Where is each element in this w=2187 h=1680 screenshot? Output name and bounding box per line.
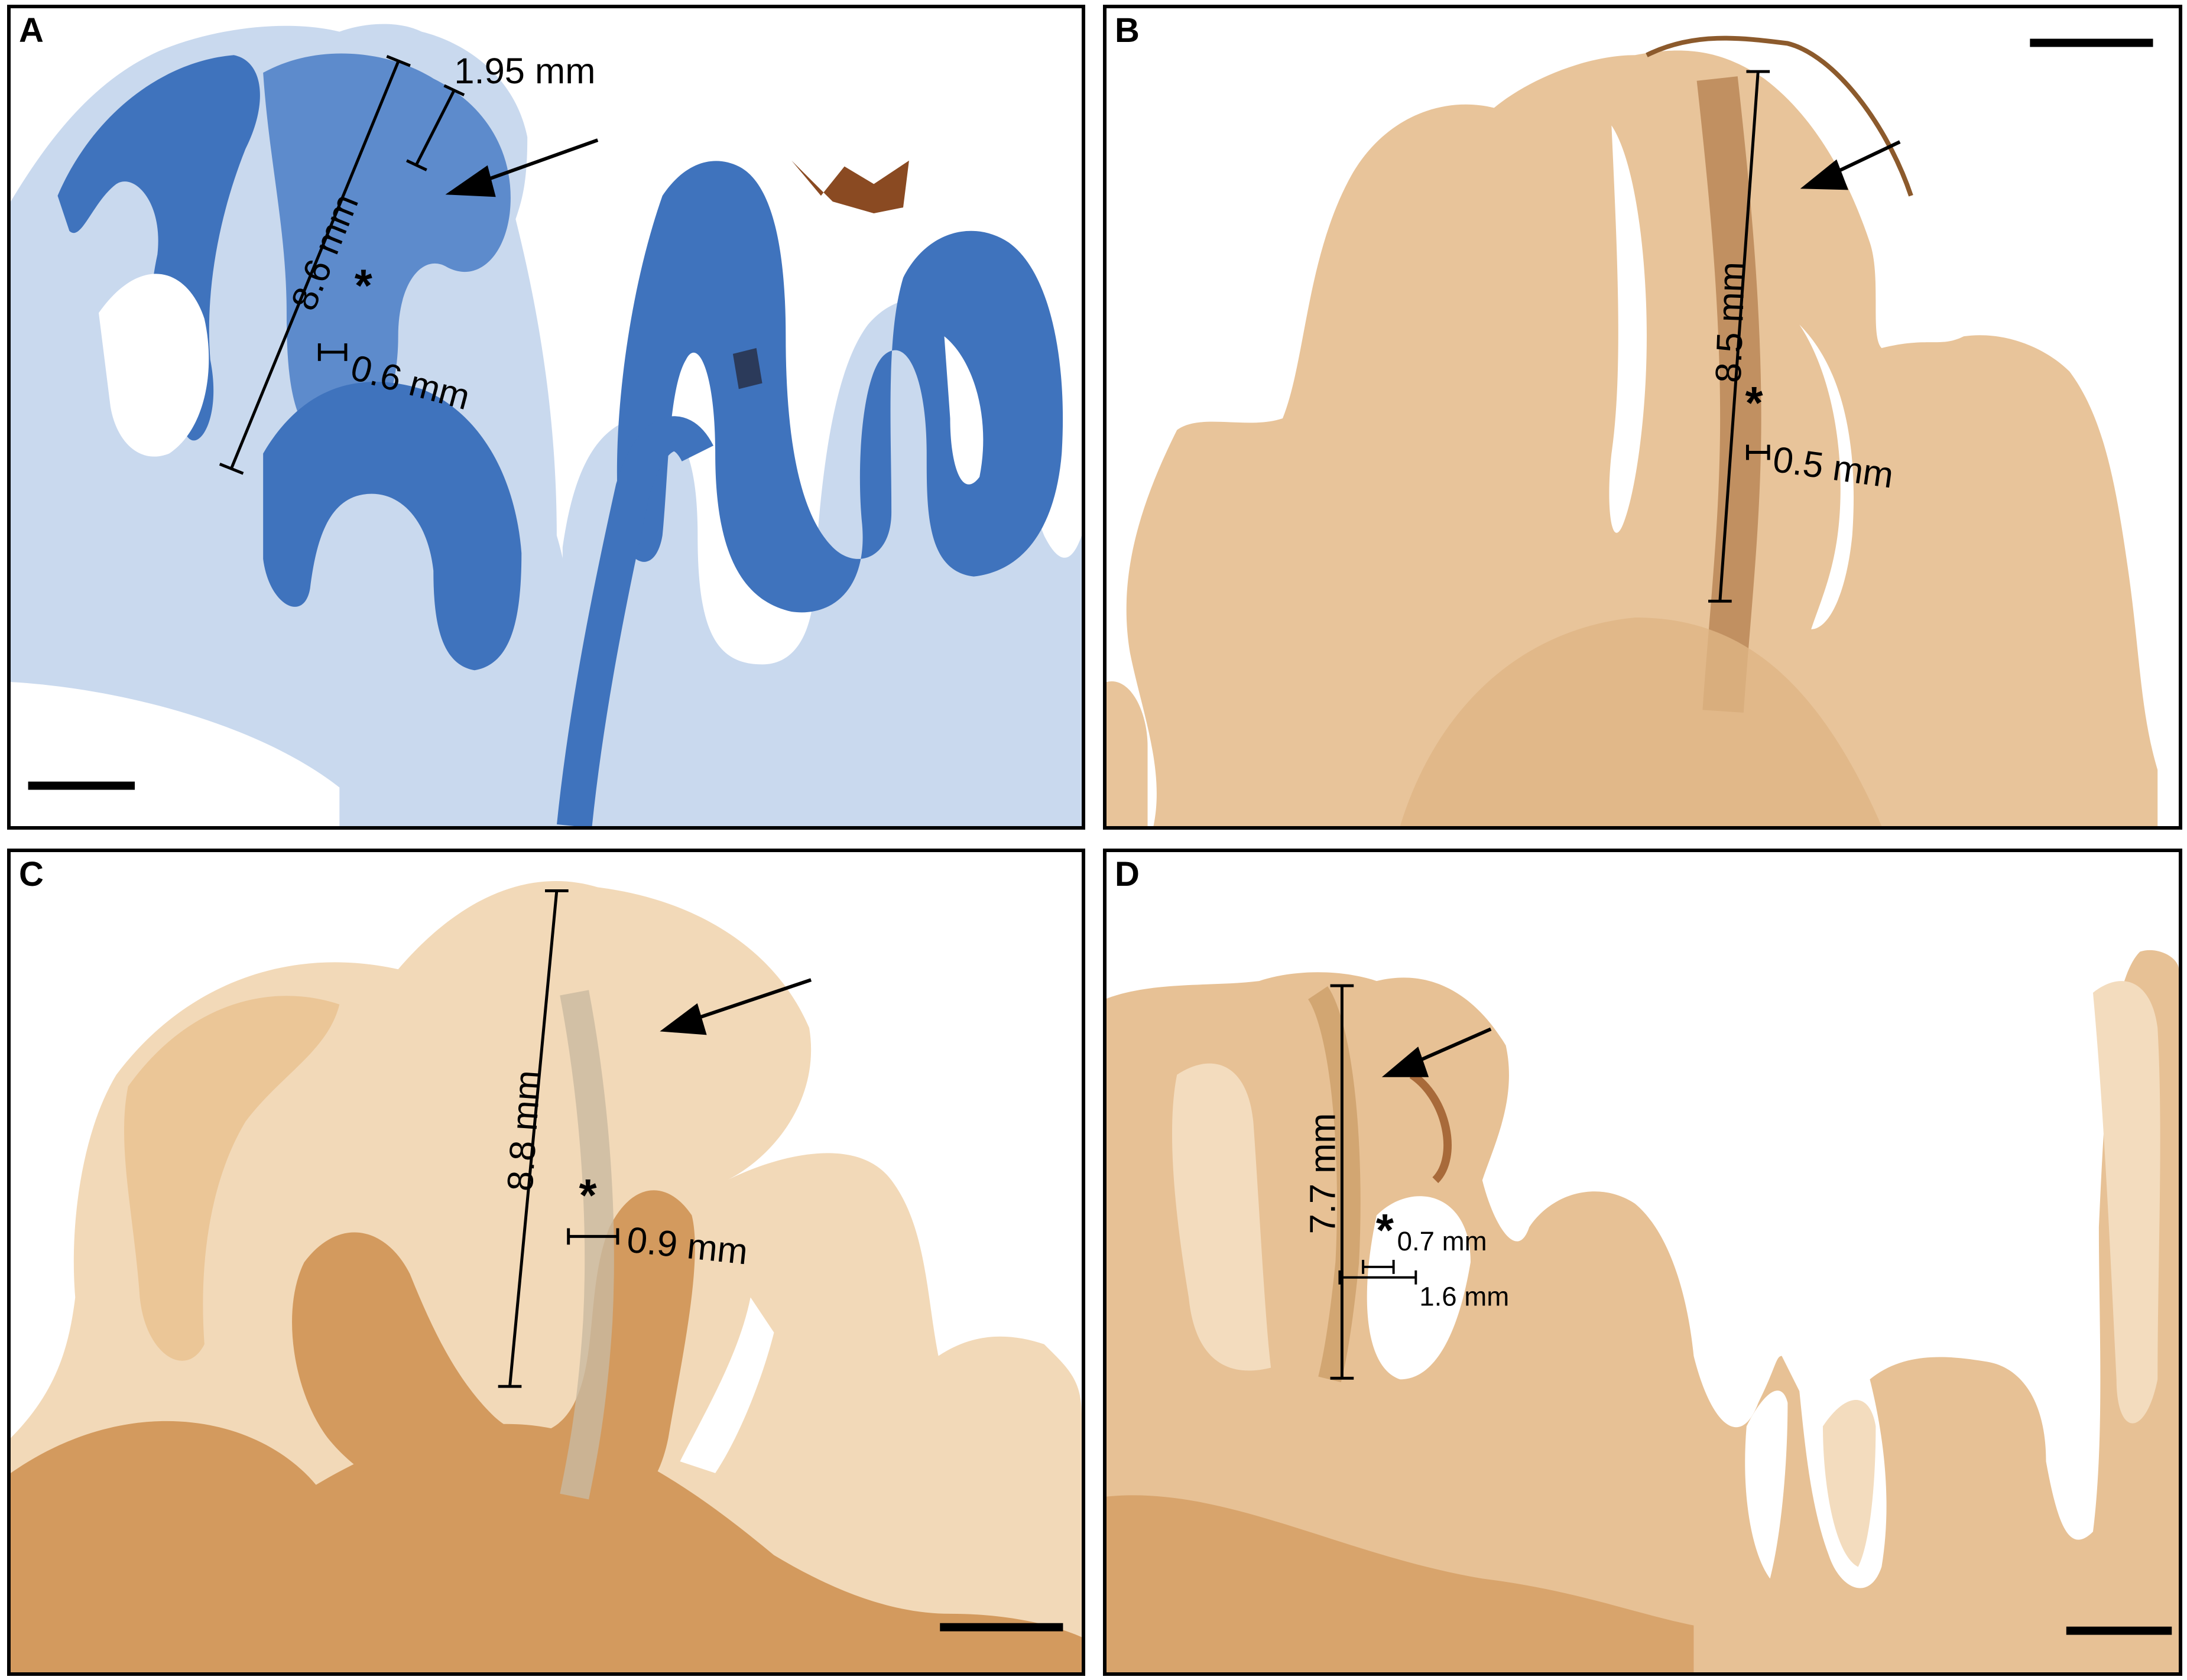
panel-b-annotations: 0.5 mm 8.5 mm *: [1708, 38, 2153, 603]
arrow-b: [1828, 140, 1901, 177]
measurement-d-0: 7.7 mm: [1303, 1113, 1344, 1234]
panel-a-annotations: 1.95 mm 0.6 mm 8.6 mm *: [28, 51, 599, 790]
panel-c: 0.9 mm 8.8 mm * C: [7, 849, 1085, 1676]
panel-b-tissue-image: [1107, 8, 2179, 826]
measurement-b-1: 0.5 mm: [1770, 439, 1896, 496]
marker-a: *: [355, 261, 373, 311]
panel-c-annotations: 0.9 mm 8.8 mm *: [498, 889, 1063, 1632]
arrow-d: [1413, 1027, 1492, 1065]
scale-bar-b: [2030, 38, 2153, 47]
panel-b: 0.5 mm 8.5 mm * B: [1103, 5, 2182, 830]
measure-line-b-long: [1718, 71, 1760, 602]
panel-label-a: A: [19, 11, 44, 50]
panel-d-annotations: 0.7 mm 1.6 mm 7.7 mm *: [1303, 984, 2172, 1635]
panel-d-tissue-image: [1107, 852, 2179, 1672]
scale-bar-c: [940, 1623, 1063, 1632]
marker-c: *: [579, 1170, 598, 1221]
arrow-a: [474, 138, 599, 186]
measurement-c-0: 8.8 mm: [499, 1069, 549, 1192]
panel-a: 1.95 mm 0.6 mm 8.6 mm * A: [7, 5, 1085, 830]
scale-bar-a: [28, 781, 135, 790]
measure-line-a-short: [414, 89, 456, 166]
measurement-c-1: 0.9 mm: [625, 1219, 749, 1272]
measure-line-a-long: [230, 60, 400, 469]
panel-label-c: C: [19, 855, 44, 893]
panel-a-tissue-image: [11, 8, 1082, 826]
scale-bar-d: [2066, 1626, 2172, 1635]
measure-line-c-long: [508, 891, 559, 1387]
panel-label-d: D: [1115, 855, 1140, 893]
measurement-b-0: 8.5 mm: [1708, 261, 1753, 384]
marker-d: *: [1376, 1205, 1394, 1256]
measurement-a-1: 1.95 mm: [454, 51, 595, 92]
measurement-d-1: 0.7 mm: [1397, 1226, 1487, 1256]
panel-label-b: B: [1115, 11, 1140, 50]
measurement-a-2: 0.6 mm: [346, 347, 474, 418]
arrow-c: [692, 978, 812, 1022]
marker-b: *: [1745, 378, 1763, 428]
panel-d: 0.7 mm 1.6 mm 7.7 mm * D: [1103, 849, 2182, 1676]
measurement-d-2: 1.6 mm: [1419, 1281, 1509, 1311]
